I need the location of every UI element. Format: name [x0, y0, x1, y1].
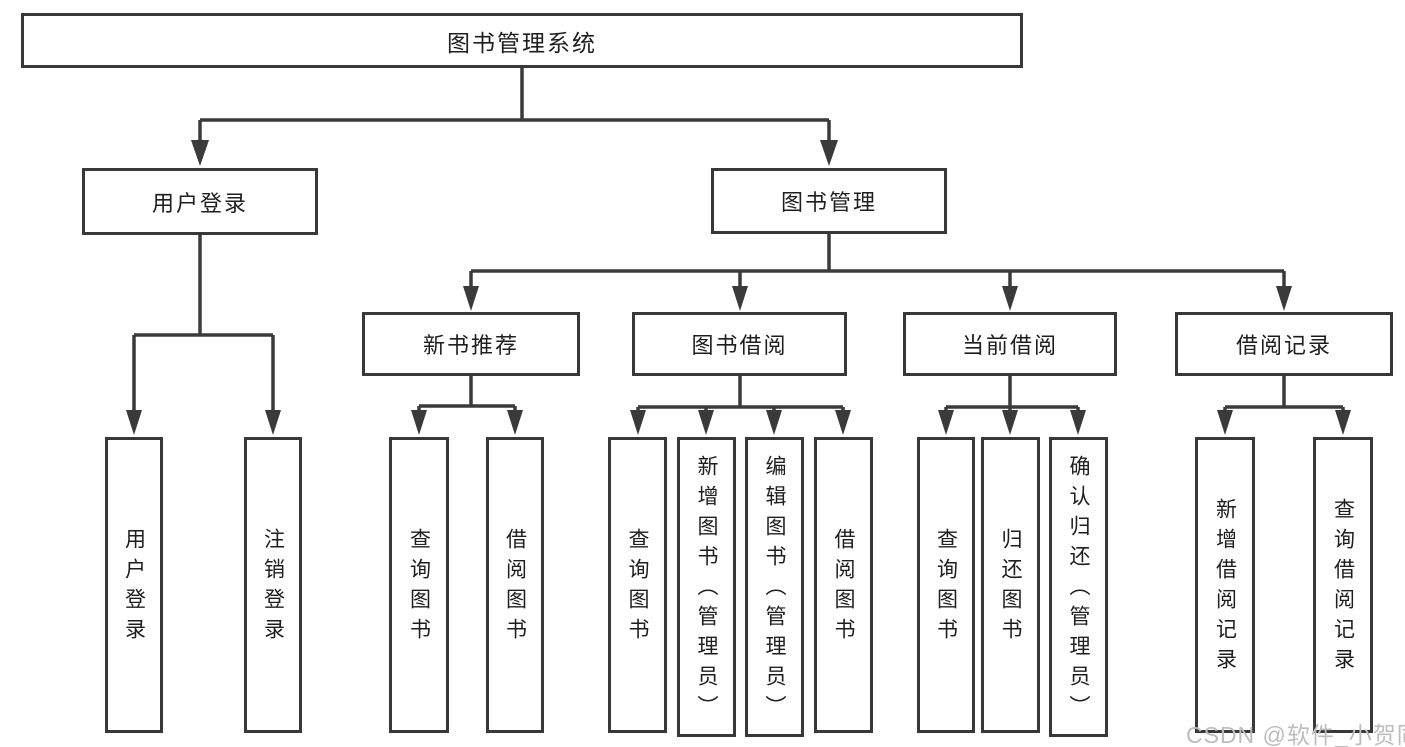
- leaf-query-books-borrow: 查询图书: [608, 437, 667, 733]
- leaf-edit-books-admin: 编辑图书（管理员）: [745, 437, 804, 737]
- arrowhead-bb-query: [630, 410, 646, 435]
- leaf-confirm-return-admin: 确认归还（管理员）: [1049, 437, 1108, 737]
- arrowhead-nb-query: [411, 410, 427, 435]
- node-book-borrowing: 图书借阅: [632, 312, 847, 376]
- arrowhead-logout-leaf: [265, 410, 281, 435]
- arrowhead-cb-query: [938, 410, 954, 435]
- arrowhead-borrow-records: [1276, 286, 1292, 311]
- trunk-borrow-records: [1225, 376, 1343, 409]
- arrowhead-bb-borrow: [835, 410, 851, 435]
- arrowhead-login-leaf: [126, 410, 142, 435]
- leaf-user-login: 用户登录: [105, 437, 163, 733]
- arrowhead-bb-add: [698, 410, 714, 435]
- trunk-current-borrow: [946, 376, 1078, 409]
- leaf-borrow-books: 借阅图书: [814, 437, 873, 733]
- leaf-query-books-recommend: 查询图书: [389, 437, 449, 733]
- arrowhead-user-login: [191, 140, 209, 166]
- arrowhead-bb-edit: [766, 410, 782, 435]
- node-new-book-recommend: 新书推荐: [362, 312, 580, 376]
- trunk-root: [200, 68, 829, 122]
- csdn-watermark: CSDN @软件_小贺同学: [1186, 722, 1405, 747]
- trunk-new-book: [419, 376, 515, 408]
- node-root-library-system: 图书管理系统: [21, 13, 1023, 68]
- arrowhead-new-book: [463, 286, 479, 311]
- arrowhead-cb-confirm: [1070, 410, 1086, 435]
- arrowhead-br-add: [1217, 410, 1233, 435]
- arrowhead-cb-return: [1002, 410, 1018, 435]
- leaf-query-borrow-record: 查询借阅记录: [1313, 437, 1373, 733]
- leaf-add-books-admin: 新增图书（管理员）: [677, 437, 736, 737]
- trunk-book-borrow: [638, 376, 843, 409]
- node-borrow-records: 借阅记录: [1175, 312, 1393, 376]
- node-current-borrowing: 当前借阅: [903, 312, 1117, 376]
- arrowhead-book-mgmt: [820, 140, 838, 166]
- leaf-borrow-books-recommend: 借阅图书: [486, 437, 544, 733]
- arrowhead-book-borrow: [732, 286, 748, 311]
- arrowhead-current-borrow: [1002, 286, 1018, 311]
- trunk-user-login: [134, 235, 273, 337]
- leaf-logout: 注销登录: [244, 437, 302, 733]
- leaf-add-borrow-record: 新增借阅记录: [1195, 437, 1255, 733]
- node-user-login: 用户登录: [82, 168, 318, 235]
- arrowhead-nb-borrow: [507, 410, 523, 435]
- arrowhead-br-query: [1335, 410, 1351, 435]
- leaf-return-books: 归还图书: [981, 437, 1040, 733]
- node-book-management: 图书管理: [711, 168, 947, 234]
- trunk-book-mgmt: [471, 233, 1284, 273]
- leaf-query-books-current: 查询图书: [917, 437, 975, 733]
